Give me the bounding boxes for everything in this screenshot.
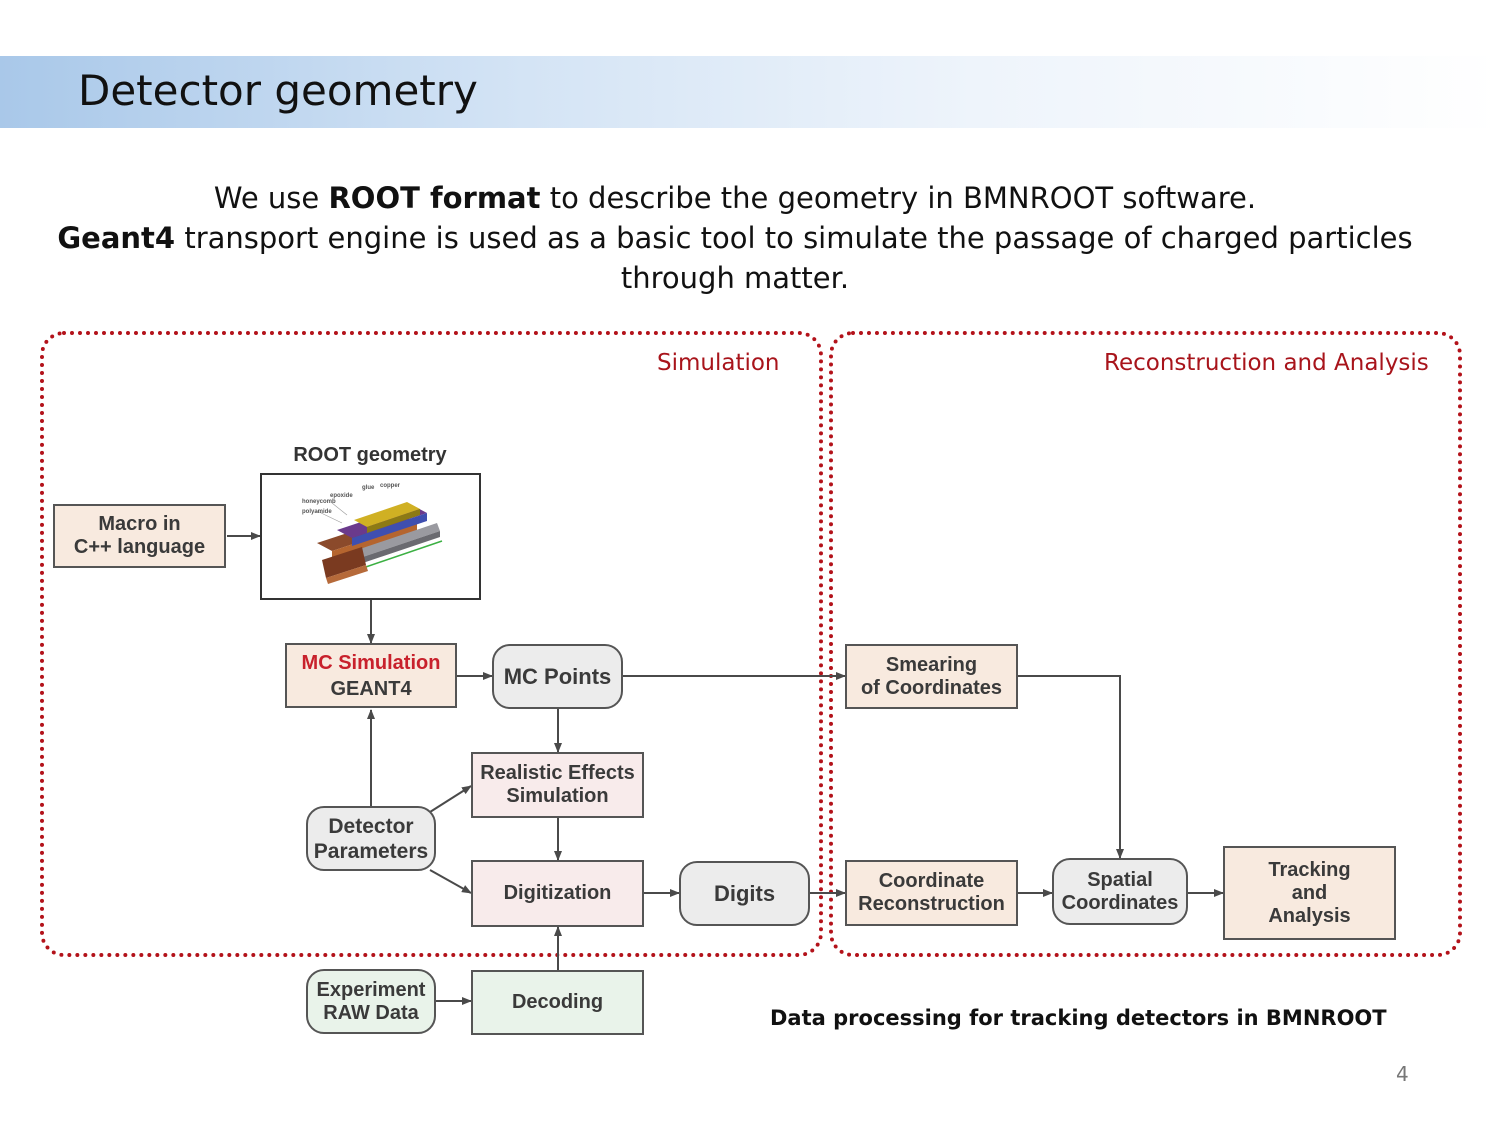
mc-points-box: MC Points [492, 644, 623, 709]
macro-line-2: C++ language [73, 536, 206, 558]
coordinate-reconstruction-line-2: Reconstruction [858, 893, 1005, 915]
intro-line-2-bold: Geant4 [57, 221, 176, 255]
digits-box: Digits [679, 861, 810, 926]
reconstruction-region [829, 331, 1462, 957]
smearing-line-2: of Coordinates [860, 676, 1003, 699]
tracking-line-1: Tracking [1268, 858, 1351, 881]
smearing-line-1: Smearing [885, 653, 978, 676]
slide-title: Detector geometry [78, 66, 478, 115]
digitization-label: Digitization [503, 882, 612, 904]
detector-parameters-line-2: Parameters [313, 839, 429, 863]
geometry-part-label: epoxide [330, 493, 353, 499]
detector-parameters-box: Detector Parameters [306, 806, 436, 871]
intro-line-2: Geant4 transport engine is used as a bas… [40, 218, 1430, 298]
experiment-raw-box: Experiment RAW Data [306, 969, 436, 1034]
macro-box: Macro in C++ language [53, 504, 226, 568]
intro-line-1-pre: We use [213, 181, 329, 215]
experiment-raw-line-2: RAW Data [323, 1001, 419, 1024]
intro-text: We use ROOT format to describe the geome… [40, 178, 1430, 298]
arrow-detector-to-digitization [429, 869, 472, 894]
smearing-box: Smearing of Coordinates [845, 644, 1018, 709]
intro-line-1-bold: ROOT format [328, 181, 541, 215]
spatial-coordinates-line-2: Coordinates [1061, 891, 1179, 914]
mc-simulation-box: MC Simulation GEANT4 [285, 643, 457, 708]
intro-line-2-post: transport engine is used as a basic tool… [175, 221, 1413, 295]
geometry-part-label: glue [362, 485, 375, 491]
simulation-region [40, 331, 823, 957]
mc-simulation-line-2: GEANT4 [330, 677, 412, 700]
arrow-detector-to-realistic [429, 785, 472, 813]
realistic-effects-line-2: Simulation [506, 785, 609, 807]
tracking-line-3: Analysis [1268, 904, 1351, 927]
mc-points-label: MC Points [503, 664, 612, 689]
spatial-coordinates-line-1: Spatial [1087, 868, 1153, 891]
digitization-box: Digitization [471, 860, 644, 927]
detector-parameters-line-1: Detector [328, 814, 414, 838]
decoding-box: Decoding [471, 970, 644, 1035]
reconstruction-region-label: Reconstruction and Analysis [1104, 350, 1429, 376]
mc-simulation-line-1: MC Simulation [301, 651, 441, 674]
macro-line-1: Macro in [98, 513, 181, 535]
experiment-raw-line-1: Experiment [316, 978, 426, 1001]
coordinate-reconstruction-line-1: Coordinate [878, 870, 985, 892]
page-number: 4 [1396, 1062, 1409, 1086]
root-geometry-label: ROOT geometry [293, 444, 447, 466]
intro-line-1: We use ROOT format to describe the geome… [40, 178, 1430, 218]
coordinate-reconstruction-box: Coordinate Reconstruction [845, 860, 1018, 926]
tracking-line-2: and [1291, 881, 1328, 904]
geometry-part-label: honeycomb [302, 499, 336, 505]
decoding-label: Decoding [511, 991, 604, 1013]
spatial-coordinates-box: Spatial Coordinates [1052, 858, 1188, 925]
diagram-caption: Data processing for tracking detectors i… [770, 1006, 1387, 1030]
arrow-smearing-to-spatial [1018, 675, 1124, 859]
digits-label: Digits [713, 881, 776, 906]
geometry-part-label: copper [380, 483, 401, 489]
geometry-part-label: polyamide [302, 509, 332, 515]
title-bar [0, 56, 1500, 128]
realistic-effects-line-1: Realistic Effects [480, 762, 635, 784]
intro-line-1-post: to describe the geometry in BMNROOT soft… [540, 181, 1257, 215]
realistic-effects-box: Realistic Effects Simulation [471, 752, 644, 818]
tracking-box: Tracking and Analysis [1223, 846, 1396, 940]
simulation-region-label: Simulation [657, 350, 780, 376]
